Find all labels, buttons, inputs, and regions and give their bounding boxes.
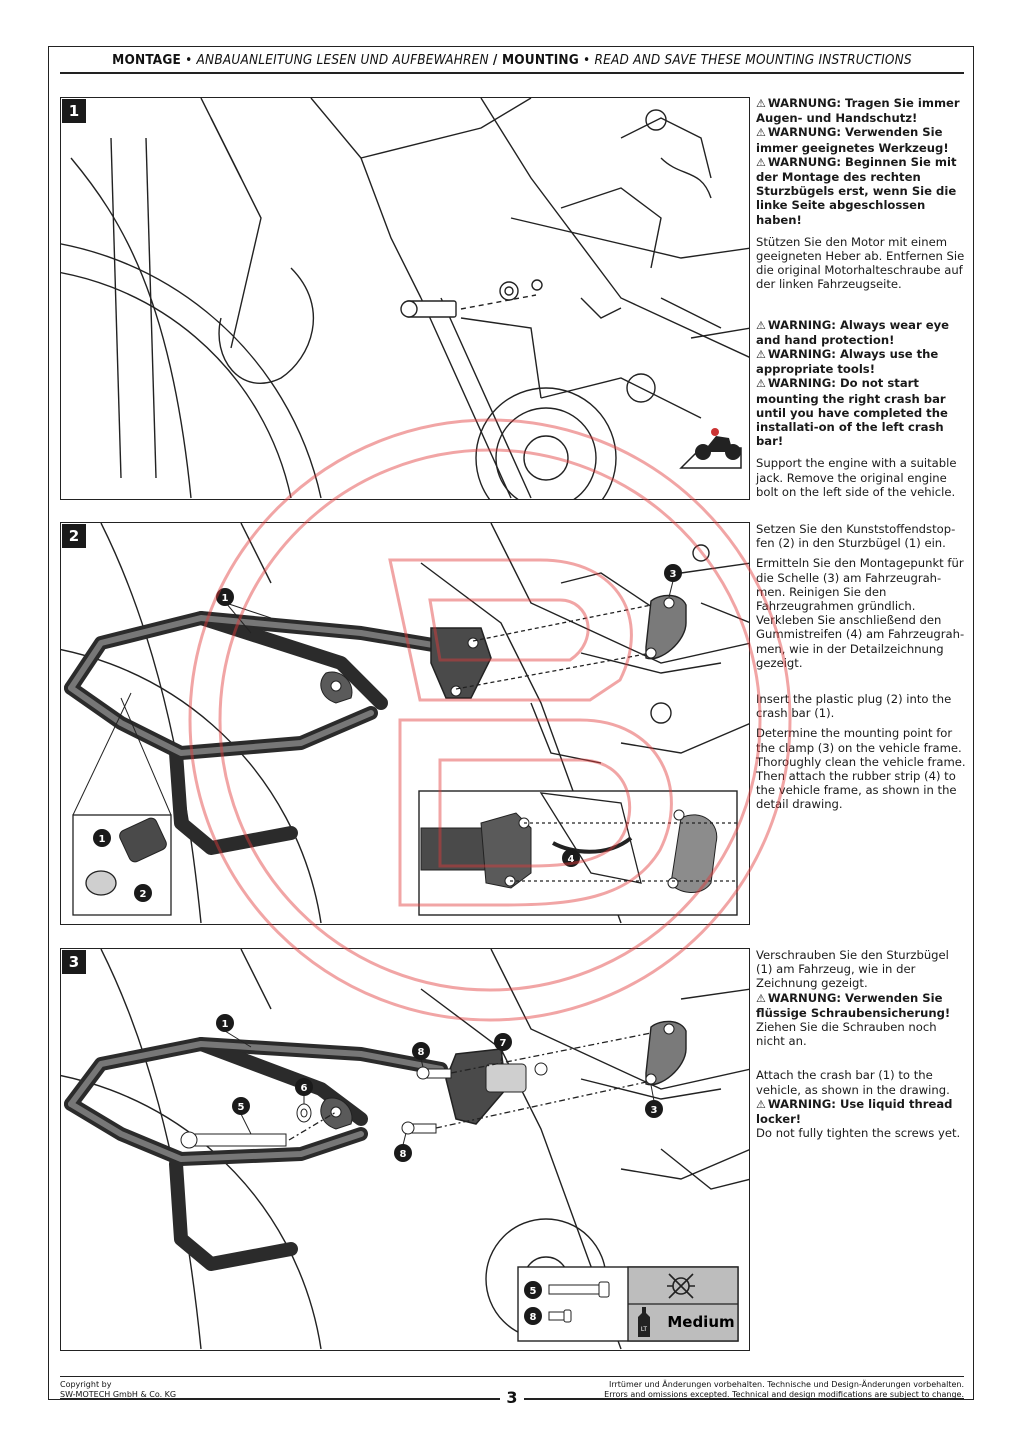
footer-disclaimer-de: Irrtümer und Änderungen vorbehalten. Tec… xyxy=(608,1380,964,1389)
threadlocker-bottle-icon: LT xyxy=(638,1307,650,1337)
threadlock-callout-5: 5 xyxy=(530,1286,537,1297)
step2-callout-3: 3 xyxy=(670,569,677,580)
footer-copyright-line2: SW-MOTECH GmbH & Co. KG xyxy=(60,1389,177,1399)
step2-drawing: 1 3 1 2 4 xyxy=(61,523,749,924)
step1-de-warning-2: WARNUNG: Verwenden Sie immer geeignetes … xyxy=(756,125,949,155)
step1-de-warning-1: WARNUNG: Tragen Sie immer Augen- und Han… xyxy=(756,96,960,126)
footer-copyright: Copyright by SW-MOTECH GmbH & Co. KG xyxy=(60,1380,176,1399)
step3-en-p2: Do not fully tighten the screws yet. xyxy=(756,1126,961,1141)
step3-callout-6: 6 xyxy=(301,1083,308,1094)
step3-callout-1: 1 xyxy=(222,1019,229,1030)
header-de-subtitle: ANBAUANLEITUNG LESEN UND AUFBEWAHREN xyxy=(196,52,489,68)
step1-en-warning-3: WARNING: Do not start mounting the right… xyxy=(756,376,948,449)
step3-en-p1: Attach the crash bar (1) to the vehicle,… xyxy=(756,1068,950,1097)
step2-inset-callout-1: 1 xyxy=(99,834,106,845)
footer-disclaimer-en: Errors and omissions excepted. Technical… xyxy=(604,1389,964,1399)
step3-de-p2: Ziehen Sie die Schrauben noch nicht an. xyxy=(756,1020,937,1049)
threadlock-callout-8: 8 xyxy=(530,1312,537,1323)
step1-en-warning-1: WARNING: Always wear eye and hand protec… xyxy=(756,317,950,347)
step1-en-warning-2: WARNING: Always use the appropriate tool… xyxy=(756,347,939,377)
step1-illustration: 1 xyxy=(60,97,750,500)
step1-number: 1 xyxy=(62,99,86,123)
step3-illustration: 3 xyxy=(60,948,750,1351)
header-rule xyxy=(60,72,964,74)
no-disassemble-icon xyxy=(667,1273,695,1299)
step2-de-p1: Setzen Sie den Kunststoffendstop-fen (2)… xyxy=(756,522,956,551)
step1-de-body: Stützen Sie den Motor mit einem geeignet… xyxy=(756,234,965,292)
footer-copyright-line1: Copyright by xyxy=(60,1380,112,1389)
step2-number: 2 xyxy=(62,524,86,548)
step3-drawing: 1 5 6 7 8 8 3 5 8 xyxy=(61,949,749,1350)
header-mounting: MOUNTING xyxy=(501,52,579,68)
page-number: 3 xyxy=(500,1388,524,1407)
step2-detail-callout-4: 4 xyxy=(568,854,575,865)
step2-illustration: 2 xyxy=(60,522,750,925)
step2-callout-1: 1 xyxy=(222,593,229,604)
step3-number: 3 xyxy=(62,950,86,974)
step3-callout-5: 5 xyxy=(238,1102,245,1113)
page-header: MONTAGE • ANBAUANLEITUNG LESEN UND AUFBE… xyxy=(112,52,912,68)
step3-de-warning: WARNUNG: Verwenden Sie flüssige Schraube… xyxy=(756,990,951,1020)
footer-disclaimer: Irrtümer und Änderungen vorbehalten. Tec… xyxy=(604,1380,964,1399)
step3-de-p1: Verschrauben Sie den Sturzbügel (1) am F… xyxy=(756,948,949,991)
step3-callout-3: 3 xyxy=(651,1105,658,1116)
footer-rule xyxy=(60,1376,964,1377)
step1-text: ⚠WARNUNG: Tragen Sie immer Augen- und Ha… xyxy=(756,96,968,507)
step3-text: Verschrauben Sie den Sturzbügel (1) am F… xyxy=(756,948,968,1148)
step2-de-p2: Ermitteln Sie den Montagepunkt für die S… xyxy=(756,556,965,670)
step2-en-p2: Determine the mounting point for the cla… xyxy=(756,726,966,812)
header-en-subtitle: READ AND SAVE THESE MOUNTING INSTRUCTION… xyxy=(594,52,912,68)
threadlock-strength-label: Medium xyxy=(667,1313,734,1331)
step1-drawing xyxy=(61,98,749,499)
step3-en-warning: WARNING: Use liquid thread locker! xyxy=(756,1096,953,1127)
step3-callout-8b: 8 xyxy=(400,1149,407,1160)
step1-en-body: Support the engine with a suitable jack.… xyxy=(756,456,957,499)
step3-callout-8a: 8 xyxy=(418,1047,425,1058)
step3-callout-7: 7 xyxy=(500,1038,507,1049)
threadlocker-bottle-letters: LT xyxy=(641,1326,648,1333)
header-montage: MONTAGE xyxy=(112,52,182,68)
step1-de-warning-3: WARNUNG: Beginnen Sie mit der Montage de… xyxy=(756,154,957,227)
step2-text: Setzen Sie den Kunststoffendstop-fen (2)… xyxy=(756,522,968,820)
step2-en-p1: Insert the plastic plug (2) into the cra… xyxy=(756,692,952,721)
step2-inset-callout-2: 2 xyxy=(140,889,147,900)
